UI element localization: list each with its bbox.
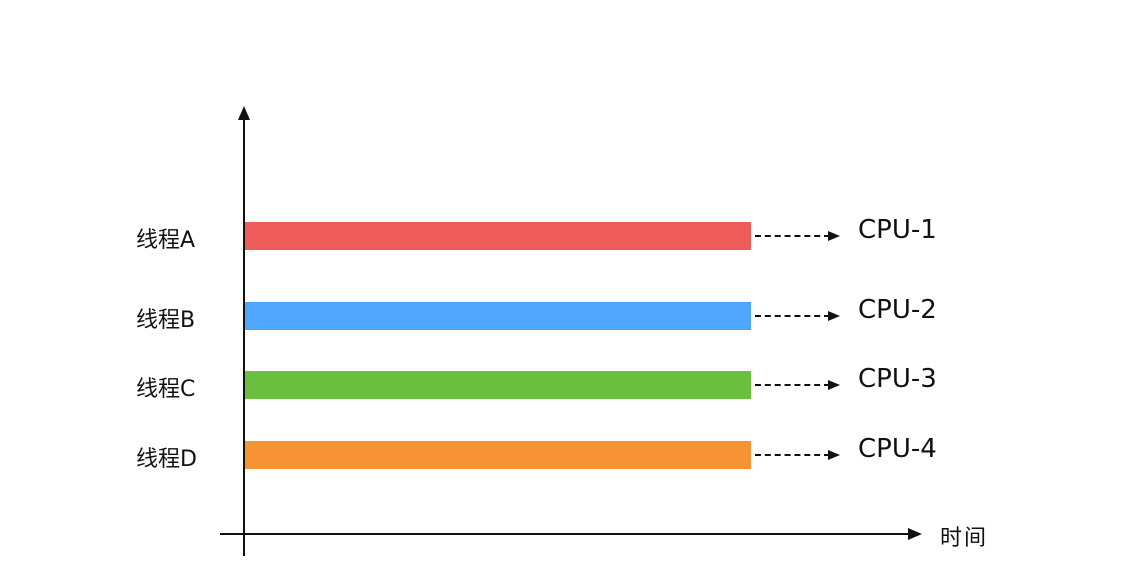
arrowhead-icon (828, 380, 840, 390)
dashed-arrow-line (755, 315, 830, 317)
thread-row-c: 线程C CPU-3 (0, 361, 1142, 421)
cpu-label: CPU-2 (858, 295, 937, 325)
arrowhead-icon (828, 231, 840, 241)
thread-row-d: 线程D CPU-4 (0, 431, 1142, 491)
thread-row-a: 线程A CPU-1 (0, 212, 1142, 272)
x-axis-arrowhead (908, 528, 922, 540)
thread-bar (245, 371, 751, 399)
x-axis-label: 时间 (940, 526, 989, 551)
thread-label: 线程B (136, 308, 196, 333)
thread-label: 线程D (136, 447, 197, 472)
thread-label: 线程C (136, 377, 196, 402)
y-axis (243, 118, 245, 556)
x-axis (220, 533, 910, 535)
y-axis-arrowhead (238, 106, 250, 120)
dashed-arrow-line (755, 235, 830, 237)
thread-bar (245, 302, 751, 330)
cpu-label: CPU-4 (858, 434, 937, 464)
cpu-label: CPU-1 (858, 215, 937, 245)
arrowhead-icon (828, 450, 840, 460)
thread-bar (245, 222, 751, 250)
thread-label: 线程A (136, 228, 196, 253)
dashed-arrow-line (755, 384, 830, 386)
dashed-arrow-line (755, 454, 830, 456)
thread-row-b: 线程B CPU-2 (0, 292, 1142, 352)
cpu-label: CPU-3 (858, 364, 937, 394)
arrowhead-icon (828, 311, 840, 321)
thread-bar (245, 441, 751, 469)
